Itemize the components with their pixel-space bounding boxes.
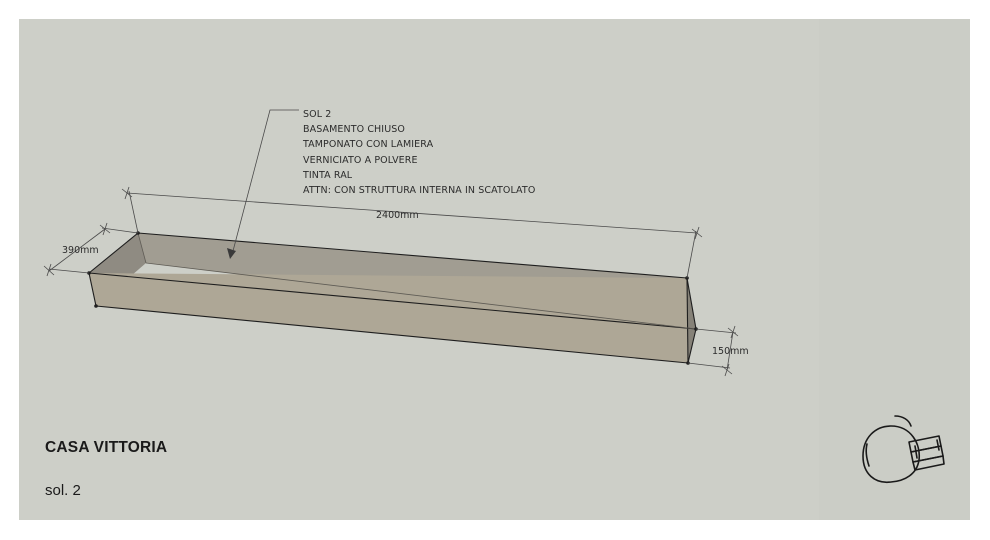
edge-right-vertical: [686, 277, 689, 364]
project-title: CASA VITTORIA: [45, 439, 168, 456]
dimension-length-label: 2400mm: [376, 210, 419, 221]
note-line: TAMPONATO CON LAMIERA: [303, 139, 434, 151]
note-line: VERNICIATO A POLVERE: [303, 154, 418, 166]
note-leader-arrow: [232, 109, 299, 252]
stone-with-plank-logo-icon: [862, 415, 945, 483]
dimension-height-label: 150mm: [712, 346, 749, 357]
edge-back-top: [137, 232, 688, 279]
note-line: TINTA RAL: [303, 169, 353, 181]
annotation-note: SOL 2 BASAMENTO CHIUSO TAMPONATO CON LAM…: [303, 107, 535, 198]
note-line: ATTN: CON STRUTTURA INTERNA IN SCATOLATO: [303, 185, 536, 197]
edge-right-diagonal: [687, 328, 697, 364]
dimension-width-label: 390mm: [62, 245, 99, 256]
edge-right-top: [686, 277, 697, 330]
edge-left-vertical: [88, 272, 97, 307]
edge-left-top: [88, 232, 139, 274]
box-front-face: [89, 273, 696, 363]
canvas-right-shade: [819, 19, 970, 520]
box-edges: [88, 232, 697, 364]
edge-front-top: [88, 272, 697, 330]
edge-front-bottom: [95, 305, 689, 364]
note-line: SOL 2: [303, 109, 332, 120]
box-drawing: [43, 109, 739, 377]
dimension-lines: [43, 186, 739, 377]
project-subtitle: sol. 2: [45, 482, 81, 499]
box-right-end-face: [687, 278, 696, 363]
leader-arrowhead: [227, 248, 236, 259]
note-line: BASAMENTO CHIUSO: [303, 124, 405, 136]
box-hidden-edges: [137, 232, 697, 330]
drawing-canvas: SOL 2 BASAMENTO CHIUSO TAMPONATO CON LAM…: [19, 19, 970, 520]
